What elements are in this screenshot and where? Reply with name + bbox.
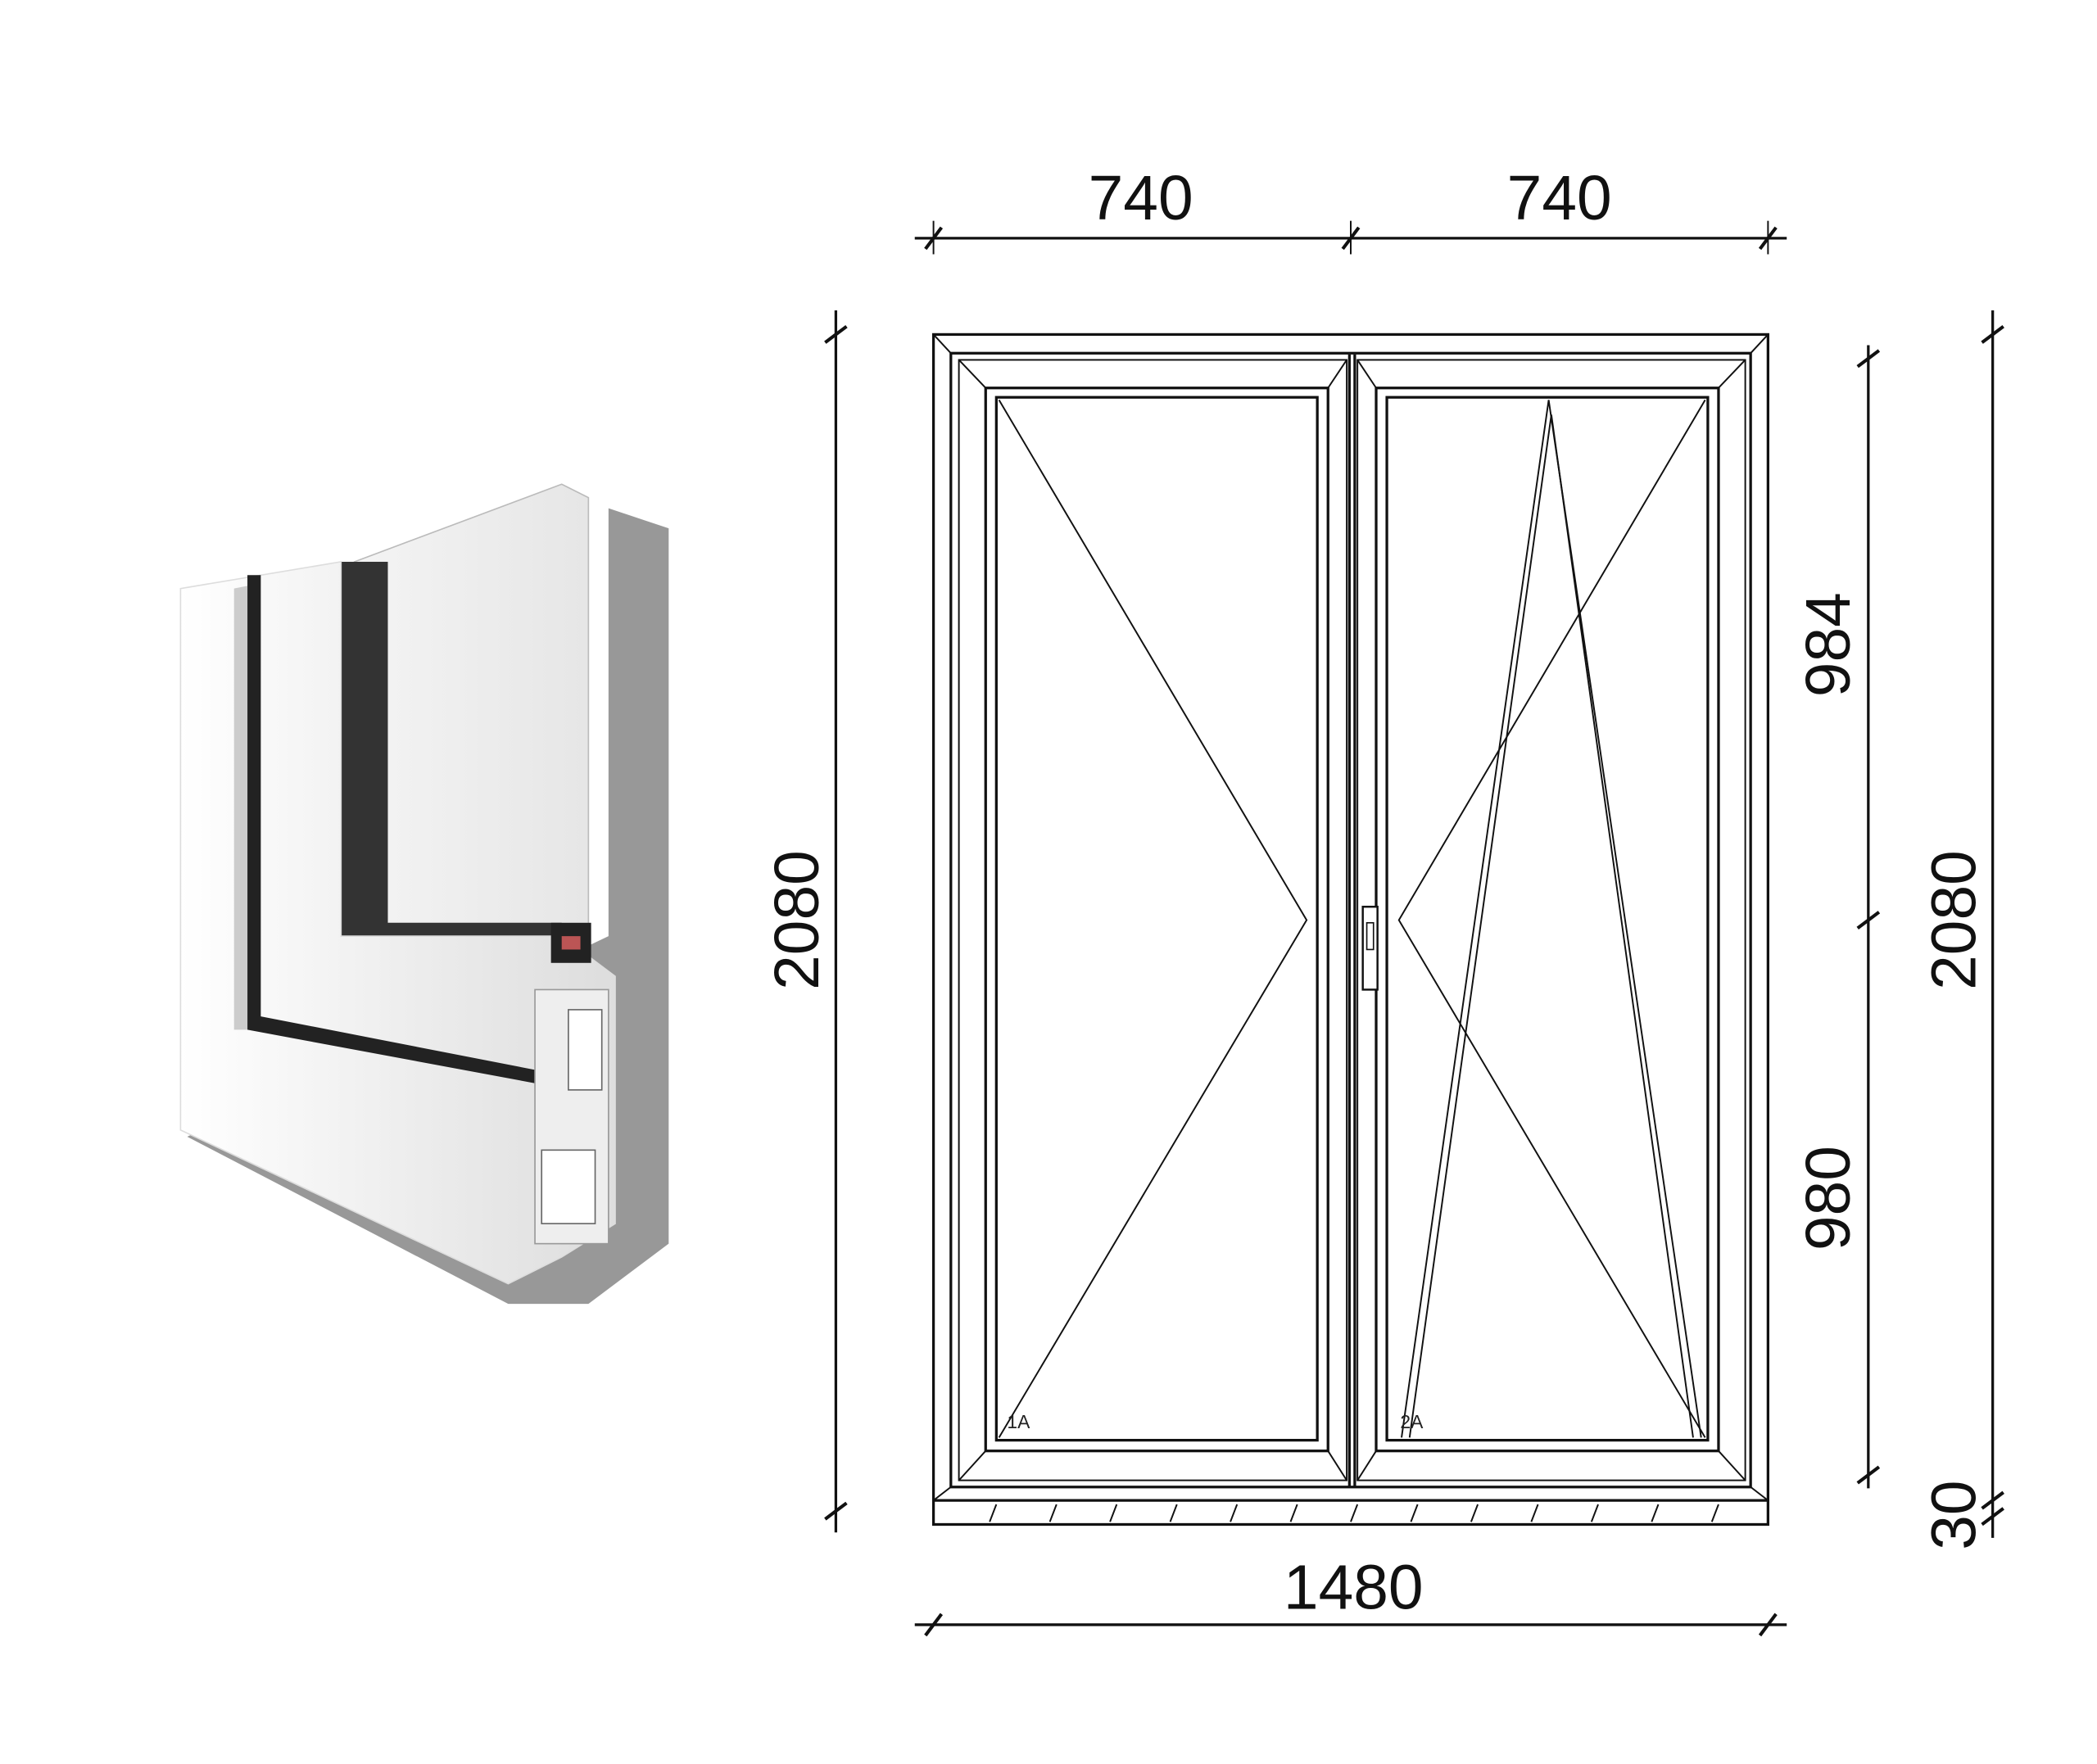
window-frame bbox=[931, 332, 1769, 1527]
dimension-top: 740 740 bbox=[914, 164, 1787, 255]
dimension-right-sections: 984 980 bbox=[1794, 345, 1881, 1489]
svg-text:30: 30 bbox=[1919, 1480, 1989, 1549]
sash-right: 2A bbox=[1356, 359, 1746, 1481]
opening-symbol-tilt bbox=[1401, 400, 1702, 1438]
sash-label: 1A bbox=[1007, 1411, 1030, 1432]
svg-text:740: 740 bbox=[1089, 164, 1193, 233]
dimension-left: 2080 bbox=[763, 310, 848, 1533]
svg-text:1480: 1480 bbox=[1284, 1553, 1424, 1622]
profile-cross-section-image bbox=[179, 483, 669, 1305]
svg-text:984: 984 bbox=[1794, 592, 1864, 697]
svg-text:2080: 2080 bbox=[763, 850, 832, 990]
sash-left: 1A bbox=[958, 359, 1348, 1481]
sash-label: 2A bbox=[1400, 1411, 1424, 1432]
svg-text:980: 980 bbox=[1794, 1146, 1864, 1251]
handle-icon bbox=[1361, 905, 1379, 991]
sill-hatching bbox=[989, 1504, 1719, 1522]
svg-text:740: 740 bbox=[1507, 164, 1612, 233]
opening-symbol-turn bbox=[998, 399, 1308, 1438]
svg-text:2080: 2080 bbox=[1919, 850, 1989, 990]
dimension-bottom: 1480 bbox=[914, 1553, 1787, 1637]
dimension-right-total: 2080 30 bbox=[1919, 310, 2004, 1550]
opening-symbol-turn bbox=[1397, 399, 1706, 1438]
